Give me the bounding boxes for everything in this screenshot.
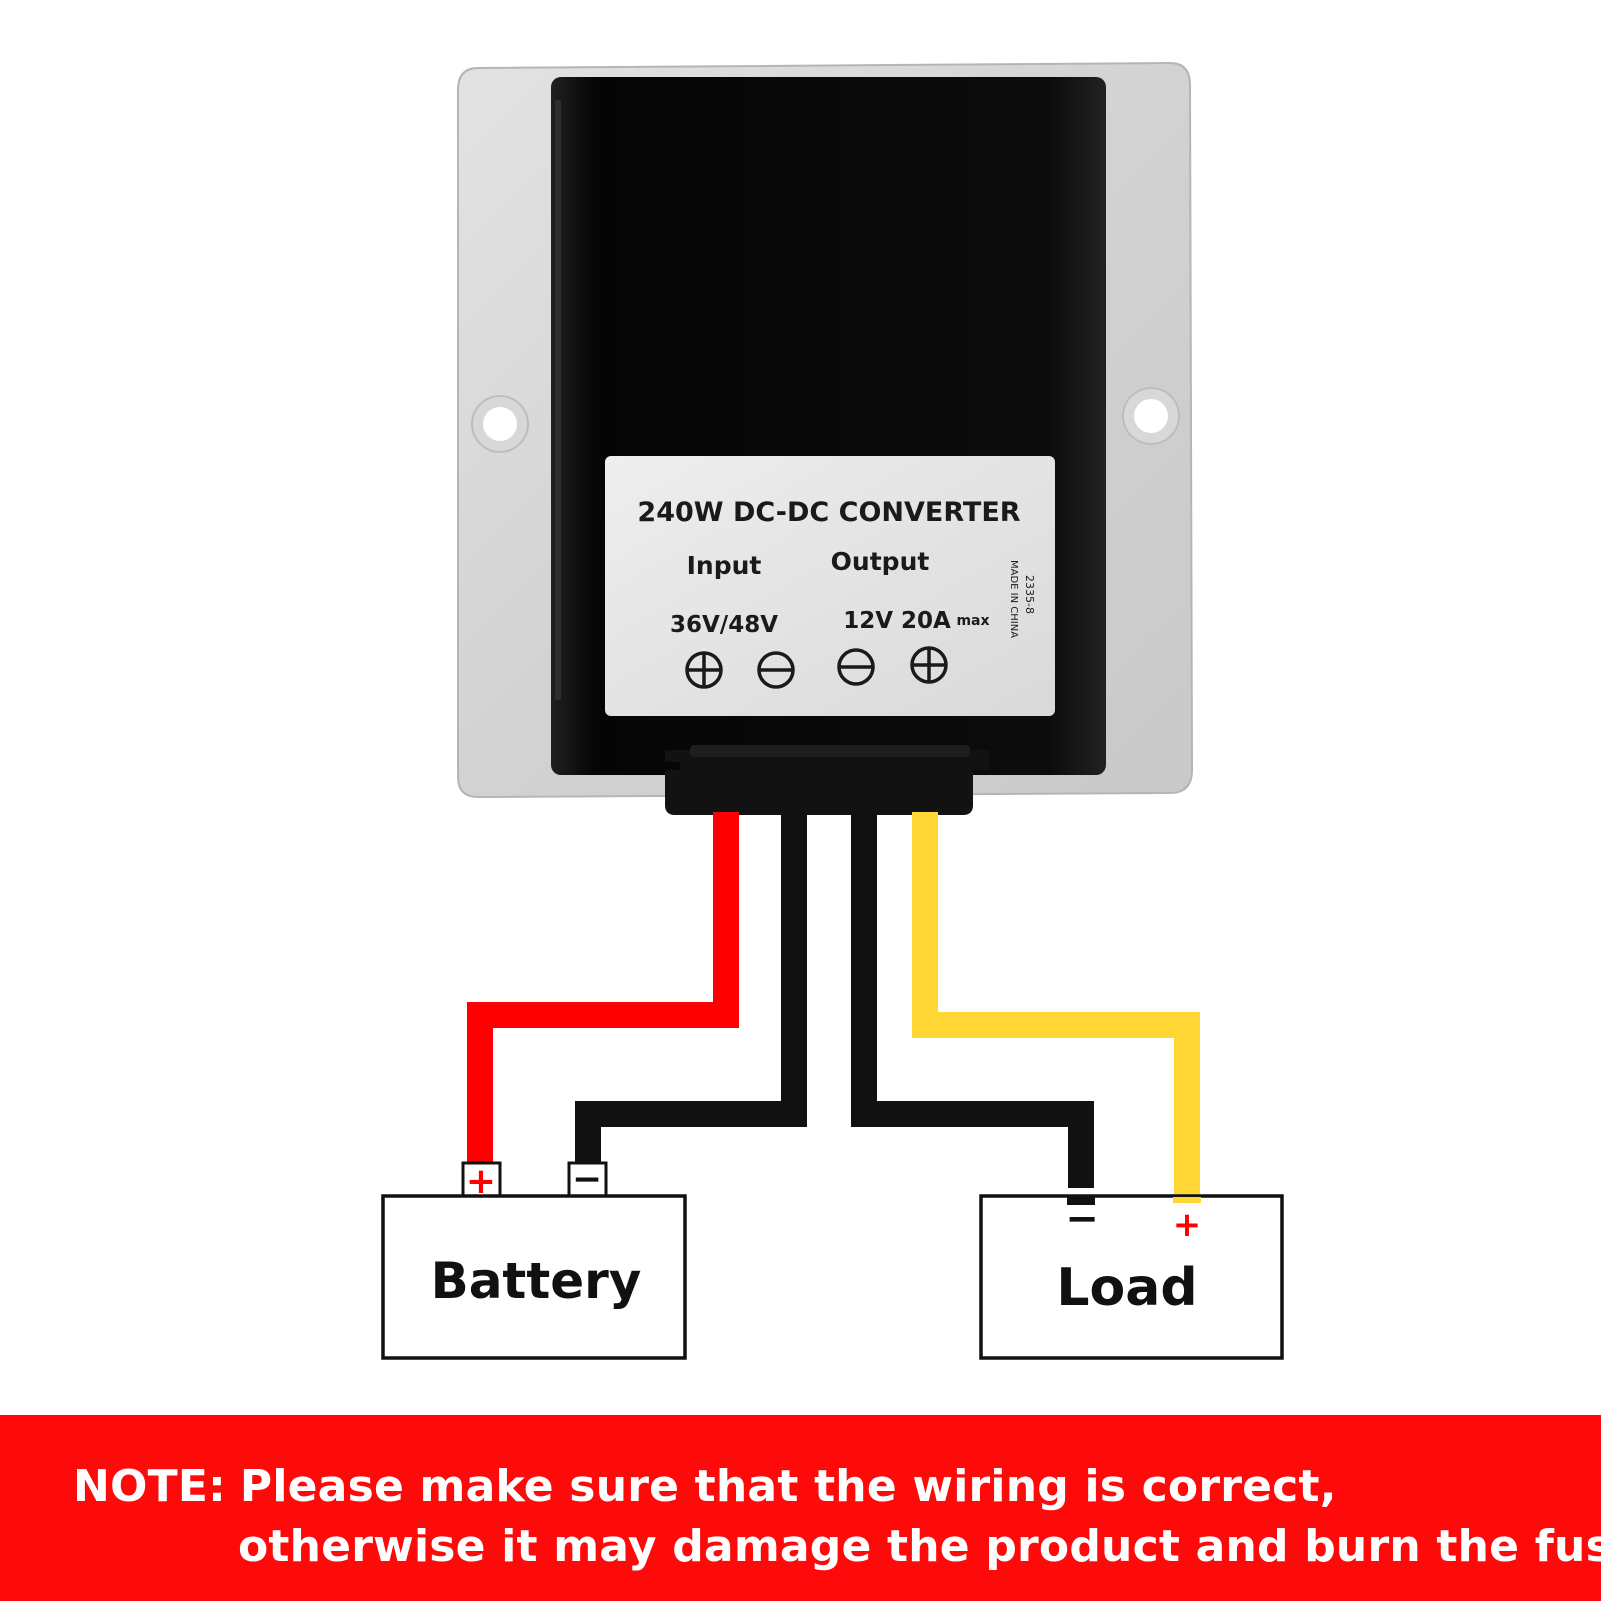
battery-plus-terminal bbox=[461, 1161, 502, 1198]
black-wire-output bbox=[851, 812, 1094, 1188]
terminal-output-minus-icon bbox=[837, 648, 875, 686]
note-banner bbox=[0, 1415, 1601, 1601]
load-label: Load bbox=[1056, 1258, 1197, 1318]
terminal-output-plus-icon bbox=[910, 646, 948, 684]
cable-grommet bbox=[665, 750, 990, 815]
battery-box: + − Battery bbox=[381, 1159, 687, 1360]
red-wire bbox=[467, 812, 739, 1170]
terminal-input-minus-icon bbox=[757, 651, 795, 689]
load-box: − + Load bbox=[979, 1194, 1284, 1360]
note-line-1: NOTE: Please make sure that the wiring is… bbox=[73, 1461, 1337, 1512]
load-wire-cap-black bbox=[1067, 1197, 1095, 1205]
battery-label: Battery bbox=[431, 1252, 642, 1310]
battery-minus-terminal bbox=[567, 1161, 608, 1198]
battery-body bbox=[381, 1194, 687, 1360]
load-body bbox=[979, 1194, 1284, 1360]
load-minus-sign: − bbox=[1065, 1196, 1099, 1242]
battery-minus-sign: − bbox=[572, 1159, 602, 1200]
output-heading: Output bbox=[831, 547, 930, 576]
mounting-hole-right-inner bbox=[1134, 399, 1168, 433]
terminal-input-plus-icon bbox=[685, 651, 723, 689]
spec-label bbox=[605, 456, 1055, 716]
note-line-2: otherwise it may damage the product and … bbox=[238, 1521, 1601, 1572]
note-text-1: Please make sure that the wiring is corr… bbox=[239, 1461, 1337, 1512]
input-voltage: 36V/48V bbox=[670, 612, 778, 638]
yellow-wire bbox=[912, 812, 1200, 1196]
label-title: 240W DC-DC CONVERTER bbox=[637, 497, 1020, 528]
input-heading: Input bbox=[687, 551, 762, 580]
wires bbox=[467, 812, 1200, 1196]
output-rating: 12V 20A bbox=[843, 608, 951, 634]
load-plus-sign: + bbox=[1173, 1205, 1202, 1245]
converter-device: 240W DC-DC CONVERTER Input Output 36V/48… bbox=[457, 61, 1194, 815]
side-code: 2335-8 bbox=[1023, 575, 1036, 614]
note-prefix: NOTE: bbox=[73, 1461, 226, 1512]
grommet-top bbox=[690, 745, 970, 757]
side-origin: MADE IN CHINA bbox=[1008, 560, 1019, 638]
black-wire-input bbox=[575, 812, 807, 1170]
body-highlight bbox=[555, 100, 561, 700]
output-suffix: max bbox=[956, 613, 989, 629]
mounting-hole-left-inner bbox=[483, 407, 517, 441]
load-wire-cap-yellow bbox=[1173, 1197, 1201, 1203]
